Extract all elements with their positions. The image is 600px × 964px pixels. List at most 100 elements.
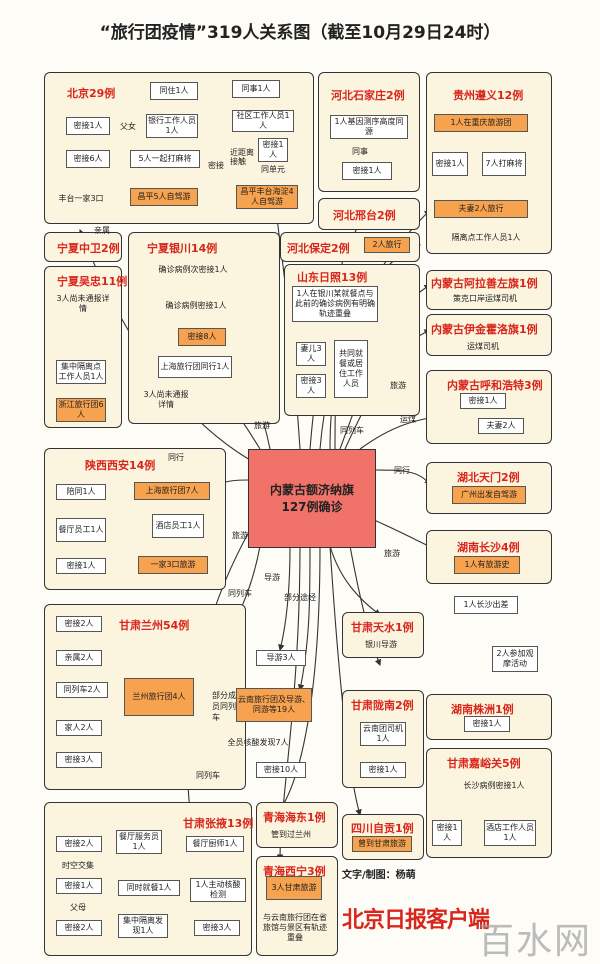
node: 同事1人	[232, 80, 280, 98]
node-highlight: 1人在重庆旅游团	[434, 114, 528, 132]
region-title: 甘肃陇南2例	[351, 699, 414, 712]
node: 密接1人	[56, 878, 102, 894]
node: 密接3人	[56, 752, 102, 768]
node: 陪同1人	[56, 484, 106, 500]
center-count: 127例确诊	[281, 499, 343, 514]
edge-label: 部分途经	[284, 593, 316, 602]
node: 同列车2人	[56, 682, 108, 698]
region-nx-yc: 宁夏银川14例	[128, 232, 280, 424]
node: 隔离点工作人员1人	[451, 233, 521, 242]
node: 集中隔离点工作人员1人	[56, 360, 106, 384]
node: 密接1人	[432, 152, 468, 176]
node: 酒店工作人员1人	[484, 820, 536, 846]
edge-label: 同单元	[261, 165, 285, 174]
node: 同时就餐1人	[118, 880, 180, 896]
node-highlight: 云南旅行团及导游、同游等19人	[236, 688, 312, 722]
region-hubei: 湖北天门2例	[426, 462, 552, 514]
edge-label: 同列车	[196, 771, 220, 780]
region-nx-zw: 宁夏中卫2例	[44, 232, 122, 262]
node: 密接1人	[56, 558, 106, 574]
node: 密接1人	[460, 393, 506, 409]
region-title: 宁夏银川14例	[147, 242, 218, 255]
node: 1人基因测序高度同源	[330, 115, 408, 139]
node: 上海旅行团同行1人	[158, 356, 232, 378]
region-title: 湖南株洲1例	[451, 703, 514, 716]
node: 亲属2人	[56, 650, 102, 666]
node: 1人长沙出差	[454, 596, 518, 614]
center-node: 内蒙古额济纳旗 127例确诊	[248, 449, 376, 548]
region-title: 河北邢台2例	[333, 209, 396, 222]
edge-label: 旅游	[390, 381, 406, 390]
node: 1人在银川某就餐点与此前的确诊病例有明确轨迹重叠	[292, 286, 378, 322]
region-title: 湖北天门2例	[457, 471, 520, 484]
node: 与云南旅行团在省旅馆与景区有轨迹重叠	[263, 913, 327, 942]
region-title: 宁夏中卫2例	[57, 242, 120, 255]
node-highlight: 昌平5人自驾游	[130, 188, 198, 206]
node: 密接3人	[194, 920, 240, 936]
node: 同住1人	[150, 82, 198, 100]
node: 银行工作人员1人	[146, 114, 198, 138]
node: 密接1人	[360, 762, 406, 778]
edge-label: 同列车	[228, 589, 252, 598]
region-nm-xam: 内蒙古伊金霍洛旗1例 运煤司机	[426, 314, 552, 356]
region-title: 内蒙古伊金霍洛旗1例	[431, 323, 538, 336]
region-qinghai-xn: 青海西宁3例	[256, 856, 338, 956]
center-title: 内蒙古额济纳旗	[269, 482, 354, 497]
node: 密接6人	[66, 150, 110, 168]
region-title: 青海海东1例	[263, 811, 326, 824]
region-title: 陕西西安14例	[85, 459, 156, 472]
node: 云南团司机1人	[360, 722, 406, 746]
node: 密接2人	[56, 836, 102, 852]
node: 餐厅员工1人	[56, 518, 106, 542]
node: 确诊病例密接1人	[165, 301, 227, 310]
region-title: 青海西宁3例	[263, 865, 326, 878]
region-gansu-ts: 甘肃天水1例 银川导游	[342, 612, 424, 658]
node: 密接2人	[56, 920, 102, 936]
region-title: 甘肃天水1例	[351, 621, 414, 634]
node: 夫妻2人	[478, 418, 524, 434]
edge-label: 同行	[394, 466, 410, 475]
region-title: 四川自贡1例	[351, 822, 414, 835]
edge-label: 密接	[208, 161, 224, 170]
region-nm-alsz: 内蒙古阿拉善左旗1例 策克口岸运煤司机	[426, 270, 552, 310]
credit: 文字/制图：杨萌	[342, 870, 416, 881]
region-title: 甘肃张掖13例	[183, 817, 254, 830]
region-title: 湖南长沙4例	[457, 541, 520, 554]
node: 社区工作人员1人	[232, 110, 294, 132]
node: 1人主动核酸检测	[190, 878, 246, 902]
node-highlight: 2人旅行	[364, 237, 410, 253]
region-title: 内蒙古呼和浩特3例	[447, 379, 543, 392]
region-title: 贵州遵义12例	[453, 89, 524, 102]
node: 妻儿3人	[296, 342, 326, 366]
region-title: 北京29例	[67, 87, 116, 100]
node: 密接1人	[342, 162, 392, 180]
node: 运煤司机	[467, 342, 499, 351]
node: 长沙病例密接1人	[463, 781, 525, 790]
node: 密接10人	[256, 762, 306, 778]
edge-label: 运煤	[400, 415, 416, 424]
edge-label: 亲属	[94, 226, 110, 235]
node: 餐厅服务员1人	[116, 830, 162, 854]
region-qinghai-hd: 青海海东1例 管到过兰州	[256, 802, 338, 848]
node: 密接1人	[464, 716, 510, 732]
node: 密接3人	[296, 374, 326, 398]
region-title: 河北保定2例	[287, 242, 350, 255]
node-highlight: 曾到甘肃旅游	[352, 836, 412, 852]
region-title: 河北石家庄2例	[331, 89, 405, 102]
node-highlight: 3人甘肃旅游	[266, 876, 322, 900]
edge-label: 同事	[352, 147, 368, 156]
edge-label: 旅游	[232, 531, 248, 540]
edge-label: 父母	[70, 903, 86, 912]
node-highlight: 密接8人	[178, 328, 226, 346]
region-hebei-xt: 河北邢台2例	[318, 198, 420, 230]
node-highlight: 昌平丰台海淀4人自驾游	[236, 185, 298, 209]
node: 银川导游	[365, 640, 397, 649]
node: 密接1人	[258, 138, 288, 162]
node: 共同就餐或居住工作人员	[334, 340, 368, 398]
node: 丰台一家3口	[58, 194, 104, 203]
node: 3人尚未通报详情	[56, 294, 110, 313]
edge-label: 父女	[120, 122, 136, 131]
node: 导游3人	[256, 650, 306, 666]
node: 3人尚未通报详情	[143, 390, 189, 409]
node-highlight: 浙江旅行团6人	[56, 398, 106, 422]
